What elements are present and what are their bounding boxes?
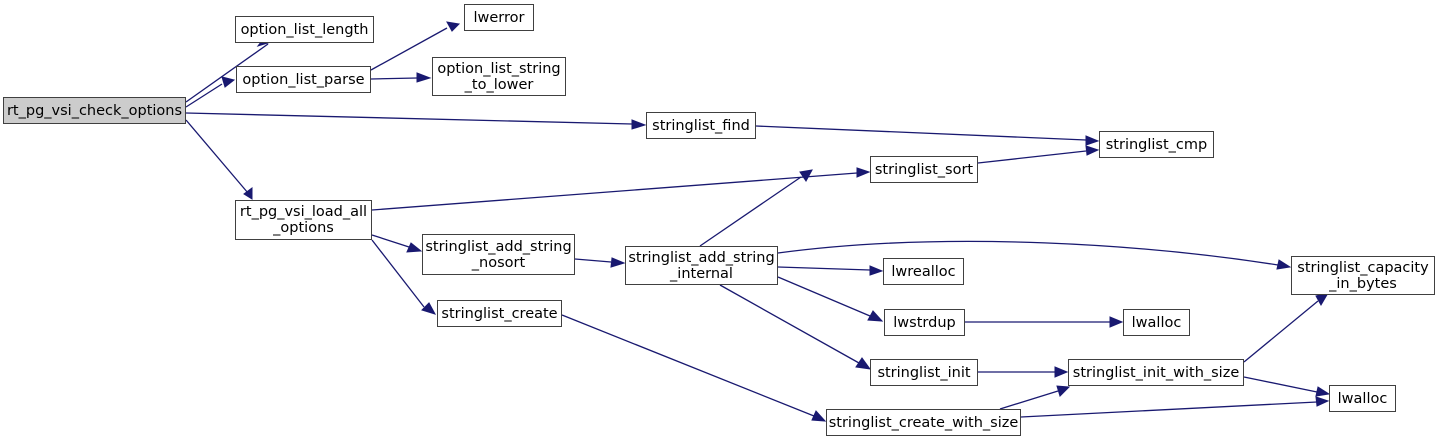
edge-stringlist_find-to-stringlist_cmp [755, 125, 1100, 146]
node-label: stringlist_create [441, 305, 558, 322]
edge-stringlist_add_string_internal-to-stringlist_init [719, 284, 872, 370]
edge-arrowhead [867, 310, 884, 322]
node-label: stringlist_capacity _in_bytes [1297, 259, 1429, 292]
node-label: stringlist_init [877, 364, 971, 381]
edge-stringlist_add_string_internal-to-lwstrdup [777, 276, 884, 322]
node-label: lwerror [473, 9, 525, 26]
node-label: lwalloc [1131, 314, 1182, 331]
edge-stringlist_add_string_internal-to-lwrealloc [777, 265, 884, 276]
edge-option_list_parse-to-lwerror [370, 21, 461, 71]
edge-arrowhead [1109, 316, 1124, 328]
node-label: rt_pg_vsi_check_options [6, 102, 183, 119]
node-stringlist_init_with_size[interactable]: stringlist_init_with_size [1068, 359, 1244, 386]
edge-arrowhead [1085, 135, 1100, 146]
node-label: lwrealloc [891, 263, 956, 280]
node-stringlist_create[interactable]: stringlist_create [437, 300, 562, 327]
node-stringlist_sort[interactable]: stringlist_sort [870, 156, 978, 183]
edge-stringlist_create_with_size-to-lwalloc_bottom [1020, 396, 1330, 418]
node-lwstrdup[interactable]: lwstrdup [884, 309, 965, 336]
edge-arrowhead [406, 242, 423, 253]
edge-stringlist_create_with_size-to-stringlist_init_with_size [999, 385, 1071, 410]
edge-stringlist_init_with_size-to-stringlist_capacity_in_bytes [1243, 292, 1330, 363]
edge-stringlist_sort-to-stringlist_cmp [977, 145, 1100, 164]
node-lwerror[interactable]: lwerror [464, 4, 534, 31]
edge-arrowhead [1054, 366, 1069, 378]
edge-rt_pg_vsi_check_options-to-stringlist_find [185, 112, 647, 130]
edge-arrowhead [421, 302, 437, 315]
edge-arrowhead [855, 357, 872, 370]
node-lwalloc_mid[interactable]: lwalloc [1123, 309, 1190, 336]
edge-stringlist_add_string_internal-to-stringlist_capacity_in_bytes [777, 240, 1292, 270]
edge-arrowhead [1276, 259, 1292, 270]
node-option_list_parse[interactable]: option_list_parse [236, 66, 371, 93]
node-label: stringlist_sort [874, 161, 974, 178]
node-label: stringlist_init_with_size [1072, 364, 1240, 381]
node-stringlist_capacity_in_bytes[interactable]: stringlist_capacity _in_bytes [1291, 256, 1435, 295]
edge-arrowhead [1085, 145, 1100, 156]
node-option_list_length[interactable]: option_list_length [235, 16, 374, 43]
edge-rt_pg_vsi_check_options-to-rt_pg_vsi_load_all_options [185, 119, 253, 200]
edge-stringlist_init-to-stringlist_init_with_size [978, 366, 1069, 378]
edge-stringlist_add_string_nosort-to-stringlist_add_string_internal [574, 257, 626, 268]
edge-arrowhead [631, 119, 647, 130]
edge-arrowhead [416, 72, 432, 83]
edge-lwstrdup-to-lwalloc_mid [965, 316, 1124, 328]
edge-stringlist_add_string_internal-to-stringlist_sort [699, 169, 813, 247]
node-lwalloc_bottom[interactable]: lwalloc [1329, 385, 1396, 412]
node-label: lwstrdup [893, 314, 956, 331]
node-stringlist_find[interactable]: stringlist_find [646, 112, 756, 139]
node-option_list_string_to_lower[interactable]: option_list_string _to_lower [432, 57, 566, 96]
edge-arrowhead [243, 187, 253, 200]
edge-arrowhead [221, 76, 236, 88]
node-label: stringlist_find [652, 117, 750, 134]
node-label: stringlist_cmp [1105, 136, 1208, 153]
node-stringlist_init[interactable]: stringlist_init [870, 359, 978, 386]
edge-rt_pg_vsi_load_all_options-to-stringlist_add_string_nosort [371, 234, 423, 253]
node-label: stringlist_create_with_size [828, 414, 1019, 431]
node-stringlist_create_with_size[interactable]: stringlist_create_with_size [826, 409, 1021, 436]
node-rt_pg_vsi_check_options[interactable]: rt_pg_vsi_check_options [3, 97, 186, 124]
edge-option_list_parse-to-option_list_string_to_lower [370, 72, 432, 83]
edge-stringlist_init_with_size-to-lwalloc_bottom [1243, 376, 1331, 397]
edge-rt_pg_vsi_check_options-to-option_list_parse [185, 76, 236, 108]
node-label: stringlist_add_string _internal [628, 249, 775, 282]
edge-arrowhead [869, 265, 884, 276]
edge-arrowhead [1056, 385, 1071, 397]
node-lwrealloc[interactable]: lwrealloc [883, 258, 964, 285]
node-stringlist_add_string_internal[interactable]: stringlist_add_string _internal [625, 246, 778, 285]
node-rt_pg_vsi_load_all_options[interactable]: rt_pg_vsi_load_all _options [235, 200, 372, 240]
node-label: option_list_parse [242, 71, 365, 88]
edge-arrowhead [1315, 396, 1330, 407]
edge-arrowhead [1315, 386, 1331, 397]
edge-arrowhead [446, 21, 461, 32]
node-stringlist_cmp[interactable]: stringlist_cmp [1099, 131, 1214, 158]
edge-rt_pg_vsi_load_all_options-to-stringlist_create [371, 239, 437, 315]
node-label: stringlist_add_string _nosort [425, 238, 572, 271]
edge-arrowhead [799, 169, 813, 182]
edge-arrowhead [811, 410, 827, 422]
edge-arrowhead [610, 257, 626, 268]
node-label: option_list_string _to_lower [437, 60, 561, 93]
edge-stringlist_create-to-stringlist_create_with_size [561, 314, 827, 422]
node-label: option_list_length [240, 21, 369, 38]
edge-arrowhead [856, 167, 871, 178]
edge-rt_pg_vsi_load_all_options-to-stringlist_sort [371, 167, 871, 211]
node-label: lwalloc [1337, 390, 1388, 407]
node-stringlist_add_string_nosort[interactable]: stringlist_add_string _nosort [422, 234, 575, 275]
node-label: rt_pg_vsi_load_all _options [239, 204, 368, 236]
